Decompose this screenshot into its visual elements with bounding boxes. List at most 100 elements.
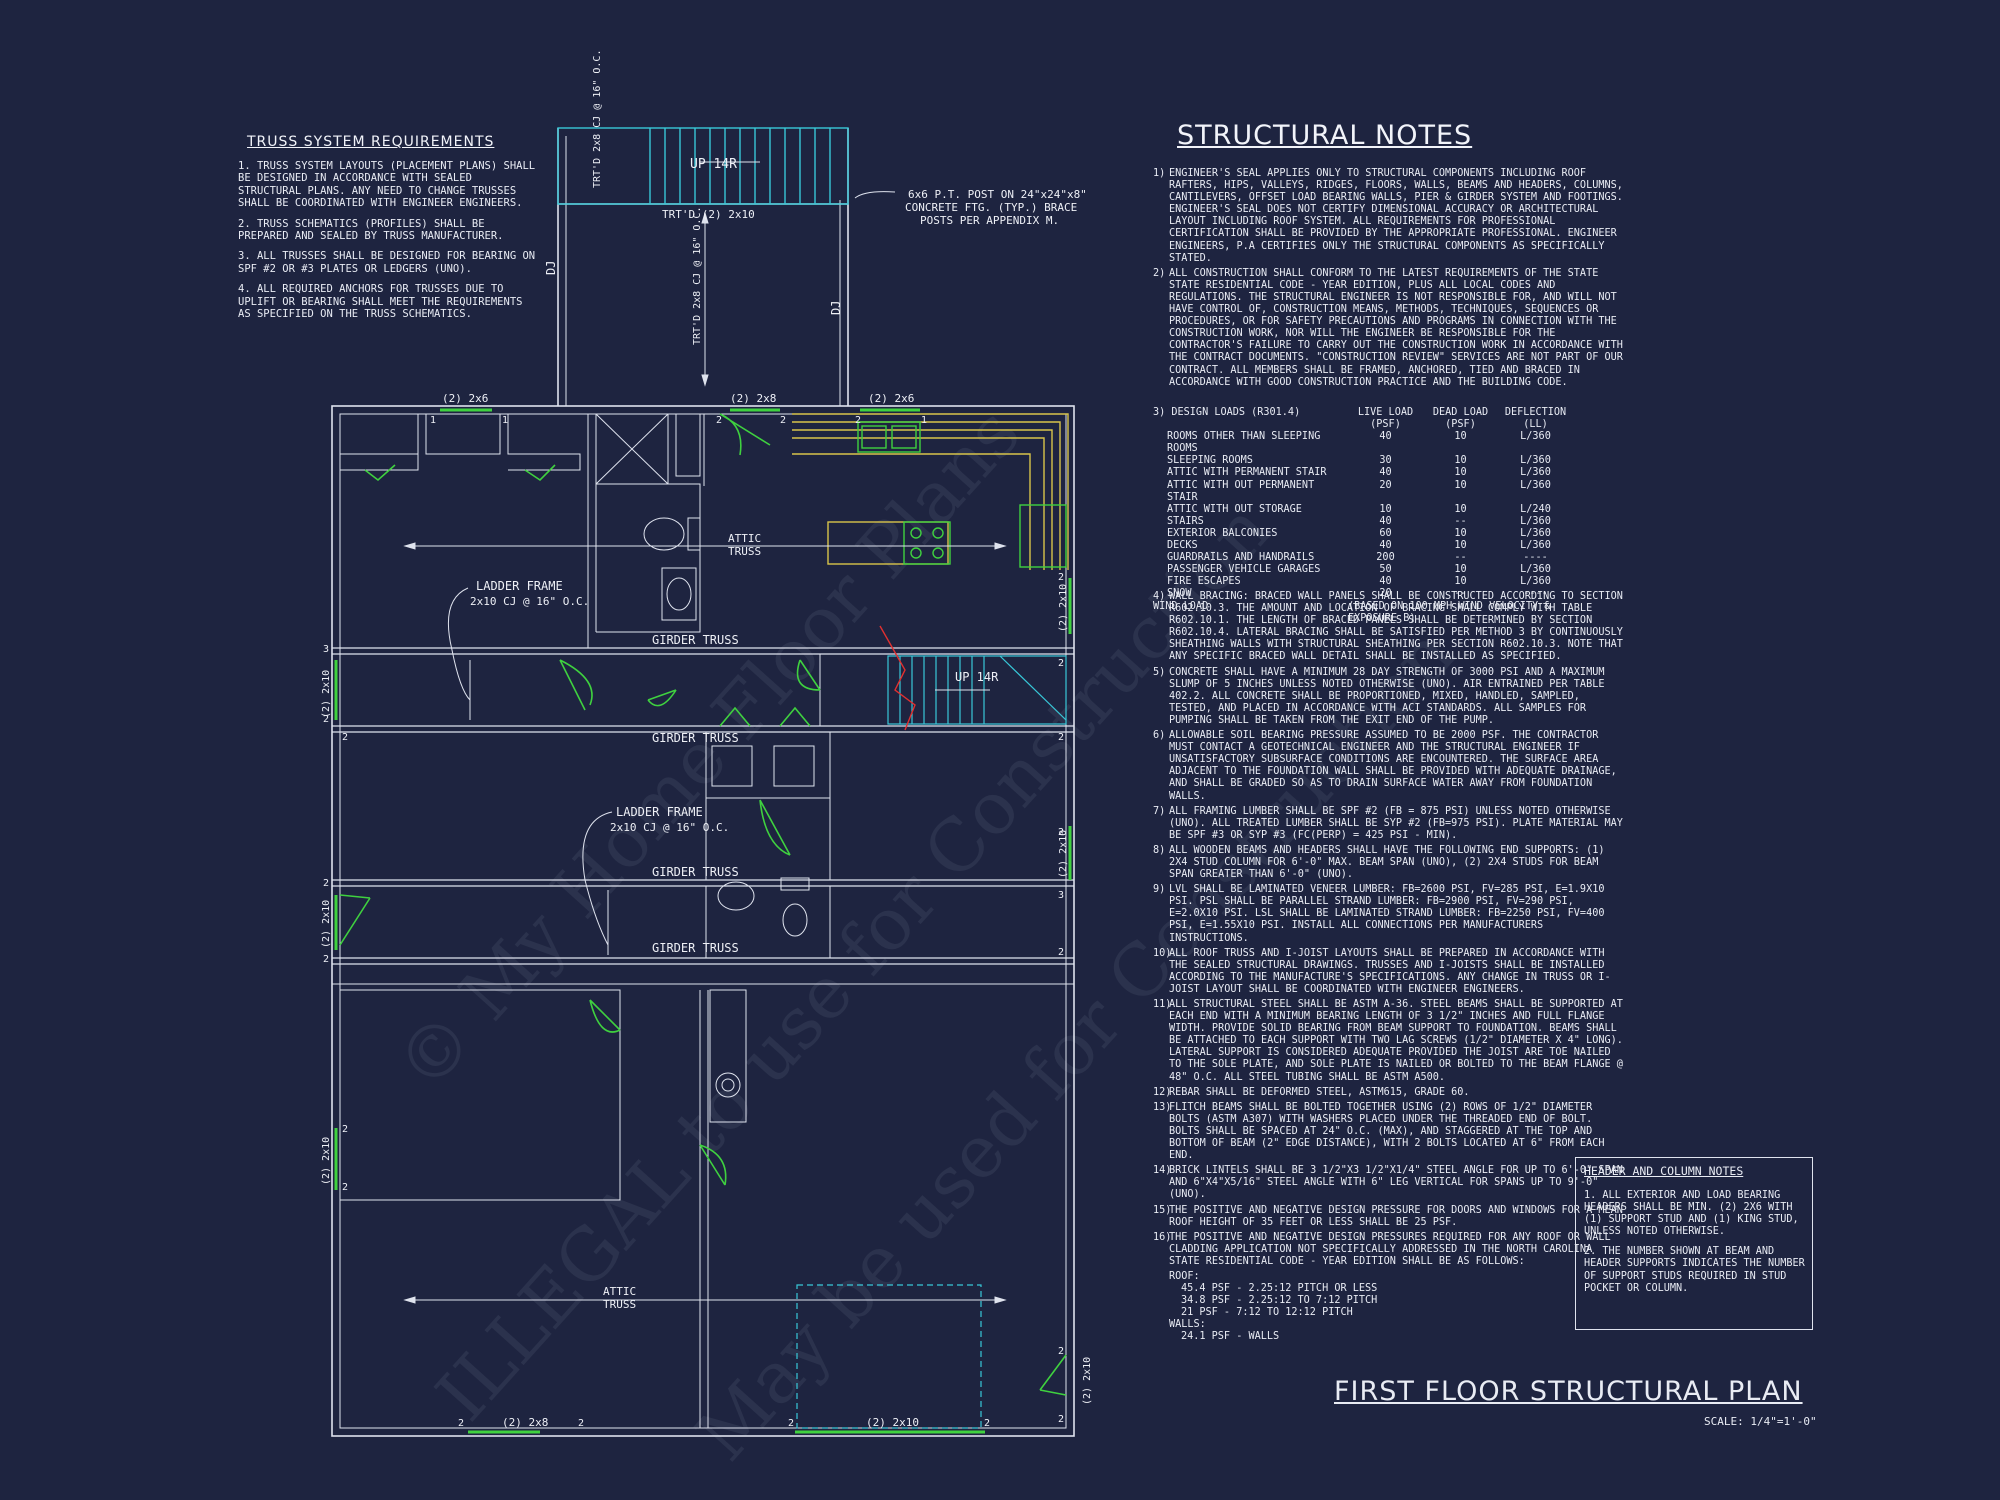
stud-count: 2 (1058, 658, 1064, 669)
live-load-header: LIVE LOAD (PSF) (1357, 407, 1414, 431)
attic-truss-label-2: TRUSS (603, 1298, 636, 1311)
kitchen-sink (857, 421, 921, 453)
note-number: 5) (1153, 666, 1166, 678)
exterior-walls (331, 128, 1075, 1437)
load-value: 10 (1454, 540, 1467, 552)
load-value: 30 (1379, 455, 1392, 467)
stud-count: 2 (323, 878, 329, 889)
header-label: (2) 2x10 (1082, 1357, 1093, 1405)
ladder-frame-spec: 2x10 CJ @ 16" O.C. (470, 595, 589, 608)
structural-note: 11)ALL STRUCTURAL STEEL SHALL BE ASTM A-… (1153, 999, 1625, 1084)
truss-item: 2. TRUSS SCHEMATICS (PROFILES) SHALL BE … (238, 217, 504, 243)
header-label: (2) 2x10 (321, 670, 332, 718)
closet-wall (675, 414, 701, 477)
stud-count: 3 (323, 644, 329, 655)
door-swing (647, 689, 677, 707)
stud-count: 1 (921, 415, 927, 426)
load-category: FIRE ESCAPES (1167, 576, 1241, 588)
closet-wall (507, 414, 581, 471)
wind-load-label: WIND LOAD (1153, 600, 1209, 612)
stair-landing (999, 655, 1067, 721)
arrow-head (994, 1296, 1007, 1304)
arrow-head (403, 1296, 416, 1304)
load-category: ROOMS OTHER THAN SLEEPING ROOMS (1167, 431, 1321, 455)
stud-count: 2 (788, 1418, 794, 1429)
truss-item: 4. ALL REQUIRED ANCHORS FOR TRUSSES DUE … (238, 283, 523, 321)
load-value: 10 (1454, 479, 1467, 491)
note-number: 10) (1153, 947, 1172, 959)
stud-count: 2 (578, 1418, 584, 1429)
load-value: 10 (1454, 527, 1467, 539)
load-value: L/360 (1520, 455, 1551, 467)
pressure-line: 34.8 PSF - 2.25:12 TO 7:12 PITCH (1181, 1295, 1378, 1307)
girder-truss-lines (332, 647, 1074, 985)
load-value: -- (1454, 552, 1467, 564)
dj-label-right: DJ (829, 301, 843, 315)
note-text: ALL WOODEN BEAMS AND HEADERS SHALL HAVE … (1169, 844, 1605, 881)
ladder-leader (582, 811, 613, 946)
door-swing (339, 894, 371, 946)
note-text: ALL STRUCTURAL STEEL SHALL BE ASTM A-36.… (1169, 999, 1623, 1083)
note-text: ENGINEER'S SEAL APPLIES ONLY TO STRUCTUR… (1169, 168, 1623, 264)
note-number: 11) (1153, 999, 1172, 1010)
structural-note: 9)LVL SHALL BE LAMINATED VENEER LUMBER: … (1153, 884, 1625, 944)
note-text: CONCRETE SHALL HAVE A MINIMUM 28 DAY STR… (1169, 666, 1605, 726)
stud-count: 2 (1058, 1414, 1064, 1425)
note-text: THE POSITIVE AND NEGATIVE DESIGN PRESSUR… (1169, 1204, 1623, 1228)
door-swing (559, 659, 593, 711)
door-swing (1039, 1354, 1067, 1396)
note-text: ALLOWABLE SOIL BEARING PRESSURE ASSUMED … (1169, 730, 1617, 802)
stud-count: 2 (855, 415, 861, 426)
ladder-frame-label: LADDER FRAME (476, 579, 563, 593)
load-category: GUARDRAILS AND HANDRAILS (1167, 552, 1315, 564)
load-value: L/360 (1520, 540, 1551, 552)
pantry-shelves (709, 989, 747, 1123)
girder-truss-label: GIRDER TRUSS (652, 633, 739, 647)
stud-count: 2 (780, 415, 786, 426)
sink-basin (891, 425, 917, 449)
toilet (782, 903, 808, 937)
stud-count: 2 (716, 415, 722, 426)
structural-note: 4)WALL BRACING: BRACED WALL PANELS SHALL… (1153, 591, 1625, 664)
kitchen-cabinets (792, 413, 1069, 570)
note-number: 16) (1153, 1231, 1172, 1243)
header-label: (2) 2x10 (1058, 584, 1069, 632)
load-value: ---- (1523, 552, 1548, 564)
structural-note: 13)FLITCH BEAMS SHALL BE BOLTED TOGETHER… (1153, 1102, 1625, 1162)
note-text: FLITCH BEAMS SHALL BE BOLTED TOGETHER US… (1169, 1101, 1605, 1162)
header-column-notes-box (1575, 1157, 1813, 1330)
stud-counts: 1 1 2 2 2 1 2 2 3 2 2 2 2 2 3 2 2 2 2 2 … (323, 415, 1064, 1429)
red-break-line (879, 625, 916, 731)
structural-note: 16)THE POSITIVE AND NEGATIVE DESIGN PRES… (1153, 1232, 1625, 1268)
exterior-wall-inner (339, 413, 1067, 1429)
note-text: BRICK LINTELS SHALL BE 3 1/2"x3 1/2"x1/4… (1169, 1165, 1623, 1201)
structural-note: 7)ALL FRAMING LUMBER SHALL BE SPF #2 (Fb… (1153, 806, 1625, 842)
structural-note: 1)ENGINEER'S SEAL APPLIES ONLY TO STRUCT… (1153, 168, 1623, 265)
stud-count: 2 (342, 1124, 348, 1135)
note-text: WALL BRACING: BRACED WALL PANELS SHALL B… (1169, 591, 1623, 663)
header-column-item: 1. ALL EXTERIOR AND LOAD BEARING HEADERS… (1584, 1190, 1799, 1238)
stud-count: 2 (342, 1182, 348, 1193)
load-value: L/360 (1520, 576, 1551, 588)
cooktop (903, 521, 951, 565)
header-label: (2) 2x6 (868, 392, 914, 405)
door-swing (719, 413, 771, 456)
door-swing (779, 706, 811, 727)
porch-stair-outline (557, 127, 849, 205)
pressure-line: 45.4 PSF - 2.25:12 PITCH OR LESS (1181, 1283, 1378, 1295)
deflection-header: DEFLECTION (LL) (1504, 407, 1567, 431)
stud-count: 1 (430, 415, 436, 426)
header-label: (2) 2x8 (730, 392, 776, 405)
door-swing (524, 464, 556, 482)
bath-fixtures (643, 517, 701, 621)
stud-count: 2 (1058, 947, 1064, 958)
burner (932, 547, 944, 559)
door-swings (334, 408, 1072, 1434)
burner (910, 547, 922, 559)
